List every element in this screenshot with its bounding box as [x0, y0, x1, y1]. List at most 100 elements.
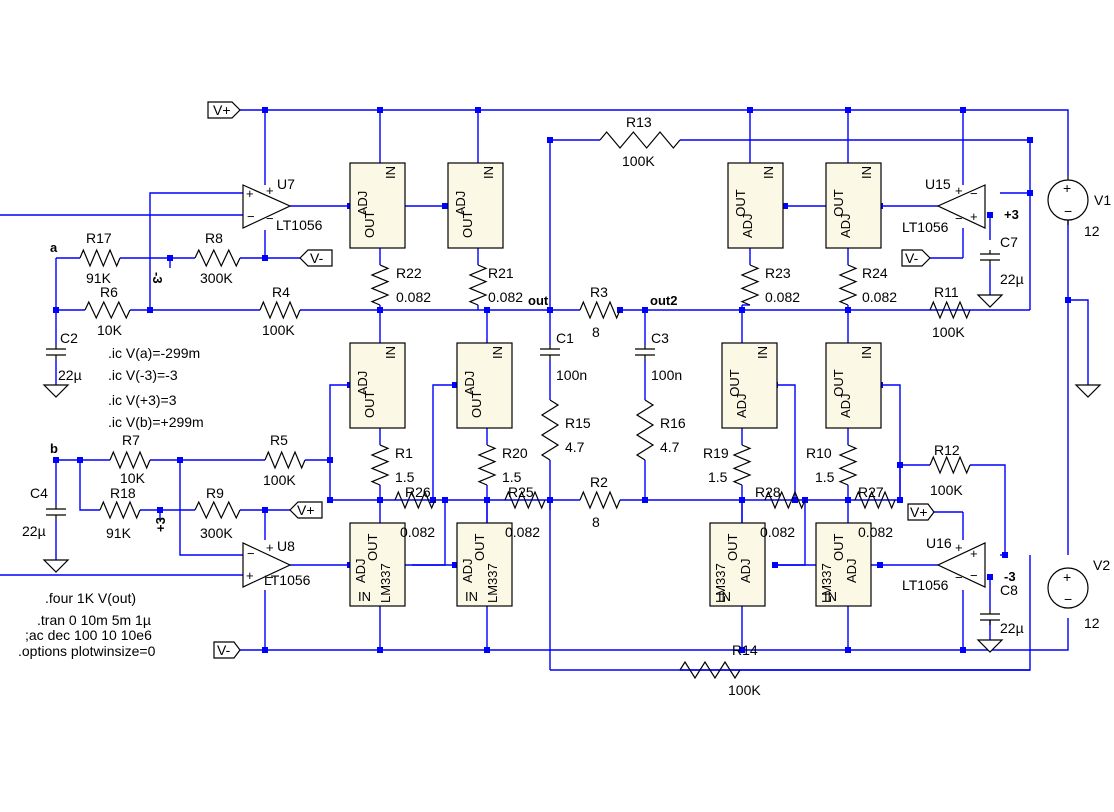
junction-dot [157, 507, 163, 513]
vminus-label: V- [217, 642, 231, 658]
pin-label: ADJ [738, 558, 753, 583]
voltage-source-v2[interactable]: + − V2 12 [1047, 557, 1110, 631]
opamp-ref: U8 [277, 538, 295, 554]
resistor-r2[interactable]: R28 [579, 474, 621, 530]
pin-label: OUT [362, 211, 377, 239]
junction-dot [53, 457, 59, 463]
pin-label: ADJ [844, 558, 859, 583]
resistor-value: 0.082 [488, 289, 523, 305]
capacitor-ref: C2 [60, 330, 78, 346]
junction-dot [547, 307, 553, 313]
pin-label: IN [358, 589, 371, 604]
resistor-ref: R17 [86, 230, 112, 246]
resistor-ref: R22 [396, 265, 422, 281]
net-label-p3-right: +3 [1004, 207, 1019, 222]
resistor-value: 100K [930, 482, 963, 498]
junction-dot [845, 107, 851, 113]
resistor-ref: R25 [508, 484, 534, 500]
svg-text:+: + [1063, 569, 1071, 585]
regulator-model: LM337 [819, 563, 834, 603]
svg-text:−: − [970, 568, 978, 583]
opamp-u8[interactable]: − + + − U8 LT1056 [242, 538, 311, 588]
svg-text:−: − [1064, 203, 1072, 219]
resistor-ref: R24 [862, 265, 888, 281]
regulator-model: LM337 [713, 563, 728, 603]
resistor-value: 10K [120, 470, 146, 486]
opamp-u16[interactable]: + − + − U16 LT1056 [902, 535, 986, 593]
source-ref: V1 [1094, 192, 1111, 208]
junction-dot [782, 203, 788, 209]
capacitor-value: 22µ [1000, 620, 1024, 636]
junction-dot [845, 307, 851, 313]
resistor-ref: R26 [405, 484, 431, 500]
resistor-value: 100K [932, 324, 965, 340]
svg-text:+: + [266, 540, 274, 555]
resistor-ref: R2 [590, 474, 608, 490]
resistor-value: 0.082 [765, 289, 800, 305]
resistor-r3[interactable]: R38 [579, 284, 621, 340]
junction-dot [642, 307, 648, 313]
pin-label: IN [761, 166, 776, 179]
opamp-u7[interactable]: + − + − U7 LT1056 [242, 176, 323, 233]
capacitor-value: 22µ [22, 523, 46, 539]
capacitor-ref: C8 [1000, 582, 1018, 598]
resistor-r26[interactable]: R26 0.082 [394, 484, 436, 540]
junction-dot [1065, 297, 1071, 303]
capacitor-value: 100n [651, 367, 682, 383]
svg-text:+: + [246, 568, 254, 583]
junction-dot [987, 212, 993, 218]
capacitor-c8[interactable]: C8 22µ [980, 582, 1024, 636]
net-label-out2: out2 [650, 293, 677, 308]
opamp-u15[interactable]: − + + − U15 LT1056 [902, 176, 986, 235]
pin-label: ADJ [355, 371, 370, 396]
voltage-source-v1[interactable]: + − V1 12 [1047, 175, 1111, 239]
resistor-value: 0.082 [400, 524, 435, 540]
pin-label: OUT [831, 189, 846, 217]
junction-dot [377, 497, 383, 503]
resistor-r1[interactable]: R11.5 [370, 444, 415, 486]
sim-directives: .four 1K V(out) .tran 0 10m 5m 1µ ;ac de… [18, 590, 156, 659]
